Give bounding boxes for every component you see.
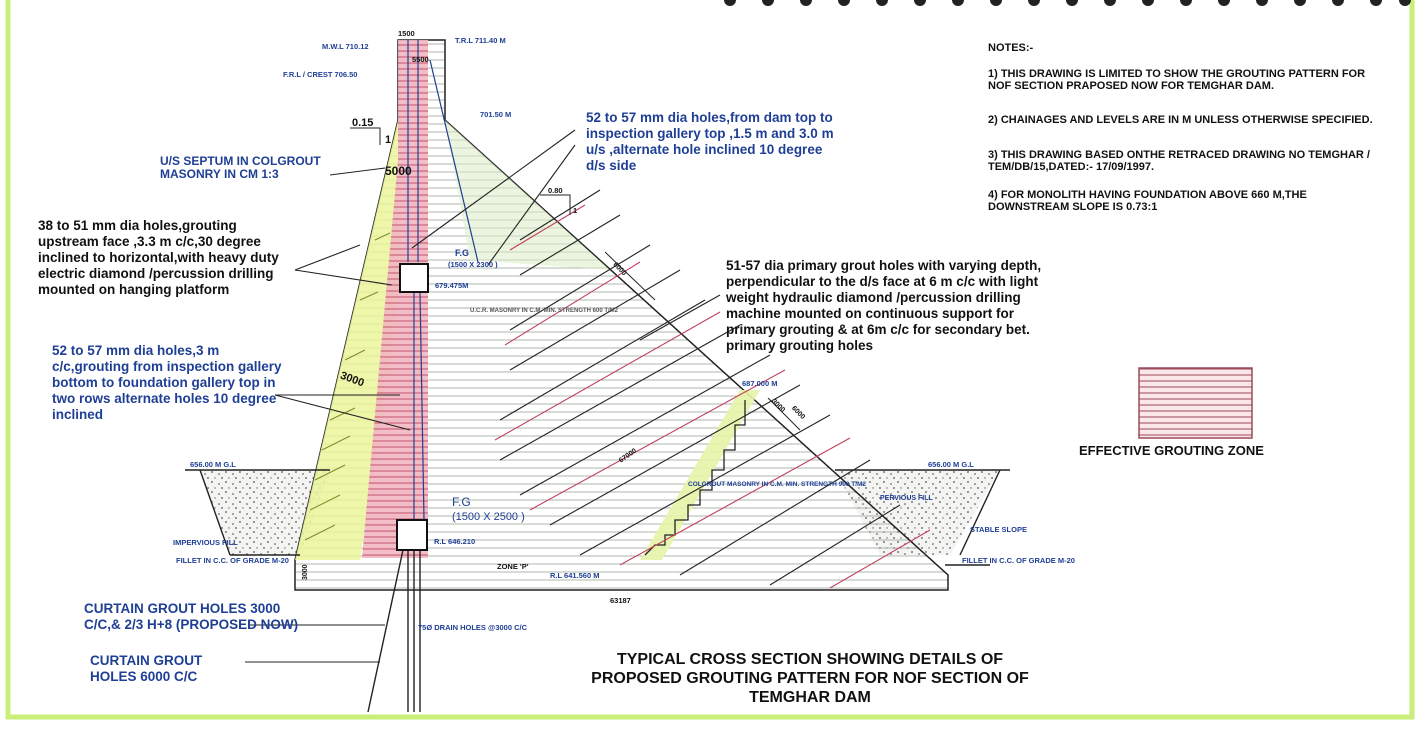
label-fg-top: F.G [455,248,469,258]
label-dim-5000: 5000 [385,164,412,178]
label-drain: 75Ø DRAIN HOLES @3000 C/C [418,623,528,632]
zone-p [640,390,760,560]
label-dim-3000b: 3000 [770,398,786,414]
sheet-border [5,0,1415,720]
label-dim-6000b: 6000 [790,405,806,421]
label-dim-63187: 63187 [610,596,631,605]
label-pervious: PERVIOUS FILL [880,495,933,502]
callout-upstream-face: 38 to 51 mm dia holes,grouting upstream … [38,218,279,297]
label-trl: T.R.L 711.40 M [455,36,506,45]
label-gl-right: 656.00 M G.L [928,460,974,469]
callout-inspection-gallery: 52 to 57 mm dia holes,3 m c/c,grouting f… [52,343,282,422]
label-colgrout: COLGROUT MASONRY IN C.M. MIN. STRENGTH 9… [688,481,866,488]
label-slope-one: 1 [385,134,391,146]
ground-lines [185,469,1010,566]
label-mwl: M.W.L 710.12 [322,42,369,51]
label-top-inner: 5500 [412,55,429,64]
label-fg-top-size: (1500 X 2300 ) [448,260,498,269]
label-fg-bottom-size: (1500 X 2500 ) [452,511,525,523]
curtain-grout-holes [367,549,421,713]
notes-heading: NOTES:- [988,42,1034,54]
callout-curtain-3000: CURTAIN GROUT HOLES 3000 C/C,& 2/3 H+8 (… [84,601,299,632]
drawing-title: TYPICAL CROSS SECTION SHOWING DETAILS OF… [470,650,1150,707]
label-lvl-641: R.L 641.560 M [550,571,599,580]
callout-septum: U/S SEPTUM IN COLGROUT MASONRY IN CM 1:3 [160,154,321,181]
note-3: 3) THIS DRAWING BASED ONTHE RETRACED DRA… [988,149,1370,173]
label-slope-ds: 0.80 [548,186,563,195]
label-fillet-left: FILLET IN C.C. OF GRADE M-20 [176,556,289,565]
label-dim-3000v: 3000 [302,564,309,580]
callout-primary-holes: 51-57 dia primary grout holes with varyi… [726,258,1042,353]
label-top-width: 1500 [398,29,415,38]
label-frl: F.R.L / CREST 706.50 [283,70,357,79]
leader-lines [245,129,721,663]
note-4: 4) FOR MONOLITH HAVING FOUNDATION ABOVE … [988,189,1307,213]
label-lvl-701: 701.50 M [480,110,511,119]
label-lvl-679: 679.475M [435,281,468,290]
label-lvl-687: 687.000 M [742,379,777,388]
note-2: 2) CHAINAGES AND LEVELS ARE IN M UNLESS … [988,114,1373,126]
upstream-face-holes [304,232,391,541]
label-fg-bottom: F.G [452,495,471,509]
secondary-grout-hole-lines [494,204,931,589]
label-zone: ZONE 'P' [497,562,529,571]
effective-grouting-zone [362,40,428,558]
label-stable: STABLE SLOPE [970,525,1027,534]
impervious-fill-area [200,470,330,555]
note-1: 1) THIS DRAWING IS LIMITED TO SHOW THE G… [988,68,1366,92]
gallery-grout-holes [407,40,479,521]
label-slope-ds-one: 1 [573,206,577,215]
foundation-gallery [396,519,428,551]
legend-label: EFFECTIVE GROUTING ZONE [1079,443,1264,458]
slope-markers [350,127,801,431]
label-slope-us: 0.15 [352,117,373,129]
title-line-2: PROPOSED GROUTING PATTERN FOR NOF SECTIO… [591,670,1029,687]
binding-holes [724,0,1411,6]
label-impervious: IMPERVIOUS FILL [173,538,238,547]
label-lvl-646: R.L 646.210 [434,537,475,546]
title-line-3: TEMGHAR DAM [749,689,871,706]
callout-holes-dam-top: 52 to 57 mm dia holes,from dam top to in… [586,110,834,173]
title-line-1: TYPICAL CROSS SECTION SHOWING DETAILS OF [616,651,1004,668]
legend-swatch [1138,367,1253,439]
label-ucr: U.C.R. MASONRY IN C.M. MIN. STRENGTH 600… [470,308,619,314]
label-gl-left: 656.00 M G.L [190,460,236,469]
label-fillet-right: FILLET IN C.C. OF GRADE M-20 [962,556,1075,565]
callout-curtain-6000: CURTAIN GROUT HOLES 6000 C/C [90,653,203,684]
primary-grout-hole-lines [499,189,901,586]
inspection-gallery [399,263,429,293]
